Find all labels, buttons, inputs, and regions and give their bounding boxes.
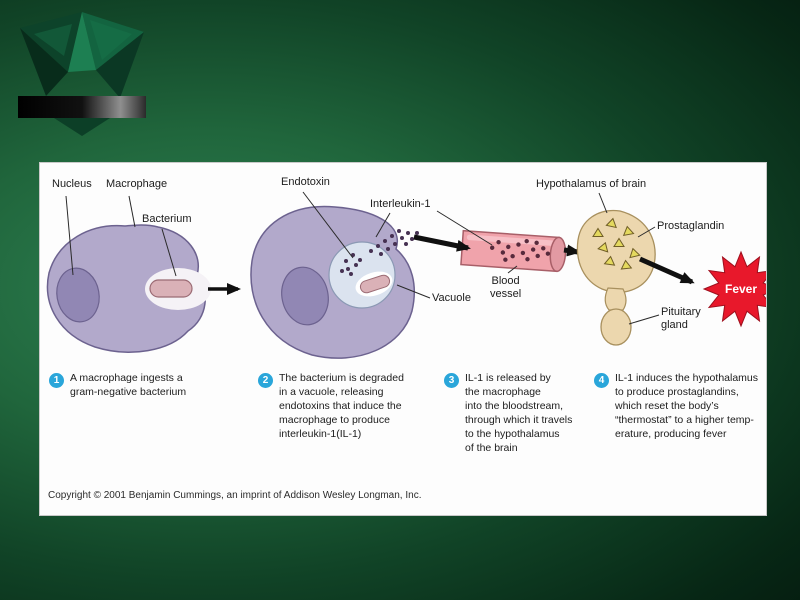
macrophage-cell-1	[46, 224, 211, 353]
arrow-into-bloodstream	[413, 234, 471, 252]
interleukin-dots-vessel	[489, 238, 551, 262]
macrophage-label: Macrophage	[106, 178, 168, 190]
blood-vessel	[460, 229, 567, 273]
copyright-text: Copyright © 2001 Benjamin Cummings, an i…	[48, 490, 422, 501]
arrow-to-hypothalamus	[563, 244, 581, 257]
endotoxin-dots	[340, 253, 362, 276]
diagram-panel: Fever Nucleus Macrophage Bacterium Endot…	[40, 163, 766, 515]
step-2-badge: 2	[258, 373, 273, 388]
nucleus-2	[281, 266, 329, 326]
crystal-logo-icon	[14, 8, 150, 138]
fever-starburst: Fever	[702, 250, 766, 328]
prostaglandin-label: Prostaglandin	[657, 220, 725, 232]
step-2-text: The bacterium is degraded in a vacuole, …	[279, 372, 404, 440]
step-4: 4 IL-1 induces the hypothalamus to produ…	[594, 372, 758, 442]
pituitary-gland-label: Pituitary gland	[661, 306, 701, 332]
vacuole-label: Vacuole	[432, 292, 471, 304]
leader-lines	[65, 191, 660, 325]
interleukin-1-label: Interleukin-1	[370, 198, 431, 210]
nucleus-label: Nucleus	[52, 178, 92, 190]
hypothalamus-label: Hypothalamus of brain	[536, 178, 647, 190]
bacterium-degraded	[359, 274, 391, 294]
blood-vessel-label: Blood vessel	[490, 275, 522, 301]
pituitary-gland-shape	[600, 308, 632, 346]
step-3-text: IL-1 is released by the macrophage into …	[465, 372, 573, 454]
step-4-text: IL-1 induces the hypothalamus to produce…	[615, 372, 759, 440]
fever-label: Fever	[725, 282, 757, 296]
step-2: 2 The bacterium is degraded in a vacuole…	[258, 372, 404, 442]
bacterium-1	[149, 279, 193, 298]
endotoxin-label: Endotoxin	[281, 176, 330, 188]
prostaglandin-triangles	[592, 217, 641, 270]
step-1-text: A macrophage ingests a gram-negative bac…	[70, 372, 187, 398]
pituitary-stalk	[604, 287, 627, 311]
logo-band	[18, 96, 146, 118]
step-1: 1 A macrophage ingests a gram-negative b…	[49, 372, 186, 400]
step-3-badge: 3	[444, 373, 459, 388]
arrow-to-fever	[638, 256, 695, 285]
step-3: 3 IL-1 is released by the macrophage int…	[444, 372, 572, 456]
hypothalamus	[576, 209, 656, 346]
step-1-badge: 1	[49, 373, 64, 388]
crystal-logo-art	[18, 12, 146, 136]
interleukin-dots-stream	[369, 229, 419, 256]
macrophage-cell-2	[250, 205, 415, 359]
bacterium-label: Bacterium	[142, 213, 192, 225]
step-4-badge: 4	[594, 373, 609, 388]
nucleus-1	[56, 267, 100, 323]
diagram-art: Fever	[46, 191, 766, 359]
logo-bottom-facet	[54, 118, 110, 136]
